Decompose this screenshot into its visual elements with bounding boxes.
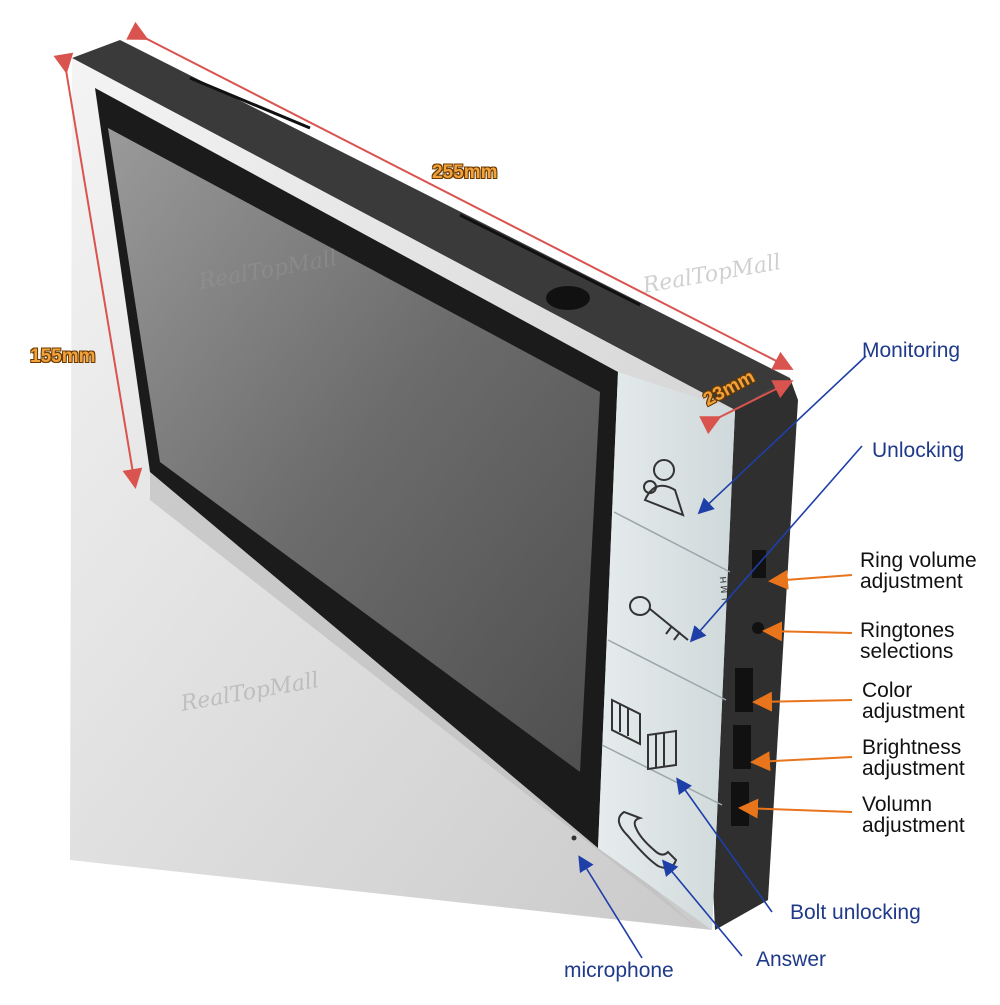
answer-button[interactable] (598, 746, 722, 930)
ringtones-arrow (762, 621, 853, 642)
microphone-hole (571, 835, 577, 841)
brightness-line-2: adjustment (862, 757, 965, 780)
brightness-line-1: Brightness (862, 736, 962, 759)
unlocking-label: Unlocking (872, 439, 965, 462)
ringtones-line-1: Ringtones (860, 619, 955, 642)
color-line-1: Color (862, 679, 913, 702)
unlocking-button[interactable] (608, 514, 728, 696)
brightness-knob[interactable] (733, 725, 751, 769)
answer-label: Answer (756, 948, 827, 971)
color-line-2: adjustment (862, 700, 965, 723)
ringtones-label: Ringtones selections (860, 620, 955, 662)
volumn-label: Volumn adjustment (862, 794, 965, 836)
color-label: Color adjustment (862, 680, 965, 722)
height-dimension-line (53, 52, 143, 489)
bolt-unlocking-arrow (676, 777, 773, 913)
volumn-arrow (738, 798, 853, 819)
color-knob[interactable] (735, 668, 753, 712)
height-label: 155mm (30, 346, 96, 367)
length-dimension-line (126, 21, 794, 370)
ring-volume-label: Ring volume adjustment (860, 550, 977, 592)
monitoring-button[interactable] (614, 376, 730, 566)
answer-arrow (661, 859, 743, 957)
color-arrow (752, 691, 853, 712)
microphone-label: microphone (564, 959, 674, 982)
depth-dimension-line (699, 380, 794, 435)
volumn-line-2: adjustment (862, 814, 965, 837)
length-label: 255mm (432, 162, 498, 183)
brightness-arrow (750, 751, 853, 772)
ringtone-button[interactable] (752, 622, 764, 634)
key-icon (629, 596, 689, 641)
monitoring-label: Monitoring (862, 339, 961, 362)
bolt-unlocking-label: Bolt unlocking (790, 901, 921, 924)
camera-lens (546, 286, 590, 310)
ring-volume-line-1: Ring volume (860, 549, 977, 572)
brightness-label: Brightness adjustment (862, 737, 965, 779)
bolt-unlocking-button[interactable] (602, 644, 726, 800)
microphone-arrow (578, 855, 643, 959)
monitoring-person-icon (643, 459, 685, 517)
unlocking-arrow (689, 445, 863, 643)
ringtones-line-2: selections (860, 640, 954, 663)
volume-knob[interactable] (731, 782, 749, 826)
ring-volume-line-2: adjustment (860, 570, 963, 593)
volumn-line-1: Volumn (862, 793, 933, 816)
handset-icon (617, 810, 678, 869)
gate-icon (611, 698, 677, 771)
monitoring-arrow (697, 355, 867, 515)
ring-volume-arrow (768, 569, 853, 590)
switch-marks: L M H (718, 576, 730, 600)
